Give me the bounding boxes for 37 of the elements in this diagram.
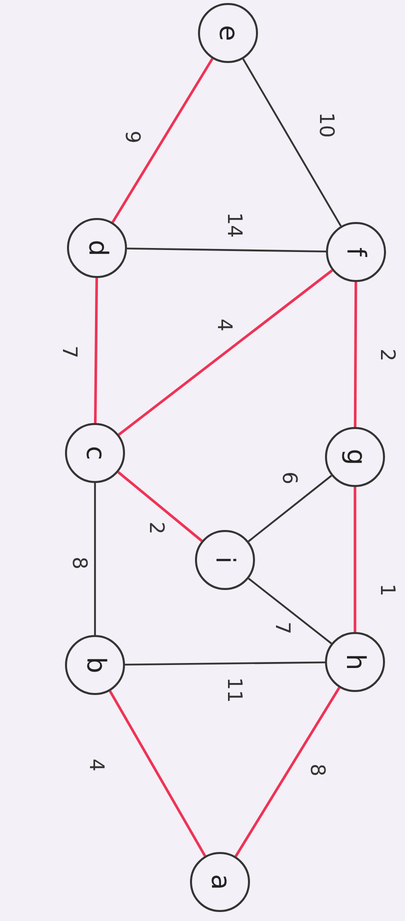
edge-weight: 8 bbox=[70, 556, 90, 570]
highlighted-edge bbox=[112, 58, 214, 224]
edge-weight: 8 bbox=[308, 764, 328, 776]
edge-weight: 6 bbox=[280, 472, 300, 484]
edge-weight: 14 bbox=[225, 212, 245, 238]
edge-line bbox=[248, 474, 332, 542]
edge-line bbox=[248, 578, 332, 644]
highlighted-edge bbox=[117, 471, 203, 542]
edge-weight: 7 bbox=[60, 346, 80, 358]
edge-line bbox=[126, 248, 326, 252]
edge-weight: 2 bbox=[147, 522, 167, 534]
vertex-label: c bbox=[82, 446, 108, 460]
edge-weight: 10 bbox=[317, 112, 337, 138]
edge-weight: 2 bbox=[378, 348, 398, 362]
edge-weight: 11 bbox=[225, 677, 245, 703]
vertex-label: d bbox=[84, 240, 110, 256]
edge-weight: 4 bbox=[215, 318, 235, 332]
vertex-label: h bbox=[342, 654, 368, 670]
edge-weight: 7 bbox=[273, 622, 293, 634]
edge-line bbox=[124, 661, 326, 666]
highlighted-edge bbox=[108, 690, 206, 857]
edge-weight: 4 bbox=[87, 758, 107, 772]
edge-weight: 1 bbox=[378, 584, 398, 596]
highlighted-edge bbox=[118, 269, 334, 436]
edge-line bbox=[242, 58, 342, 227]
highlighted-edge bbox=[354, 282, 358, 427]
edge-line bbox=[94, 483, 96, 635]
highlighted-edge bbox=[94, 278, 98, 424]
vertex-label: g bbox=[342, 448, 368, 466]
vertex-label: b bbox=[82, 656, 108, 674]
highlighted-edge bbox=[234, 686, 340, 858]
edge-weight: 9 bbox=[123, 130, 143, 144]
vertex-label: f bbox=[343, 247, 369, 257]
vertex-label: i bbox=[212, 556, 238, 564]
vertex-label: a bbox=[207, 874, 233, 890]
vertex-label: e bbox=[215, 25, 241, 41]
highlighted-edge bbox=[354, 487, 356, 632]
